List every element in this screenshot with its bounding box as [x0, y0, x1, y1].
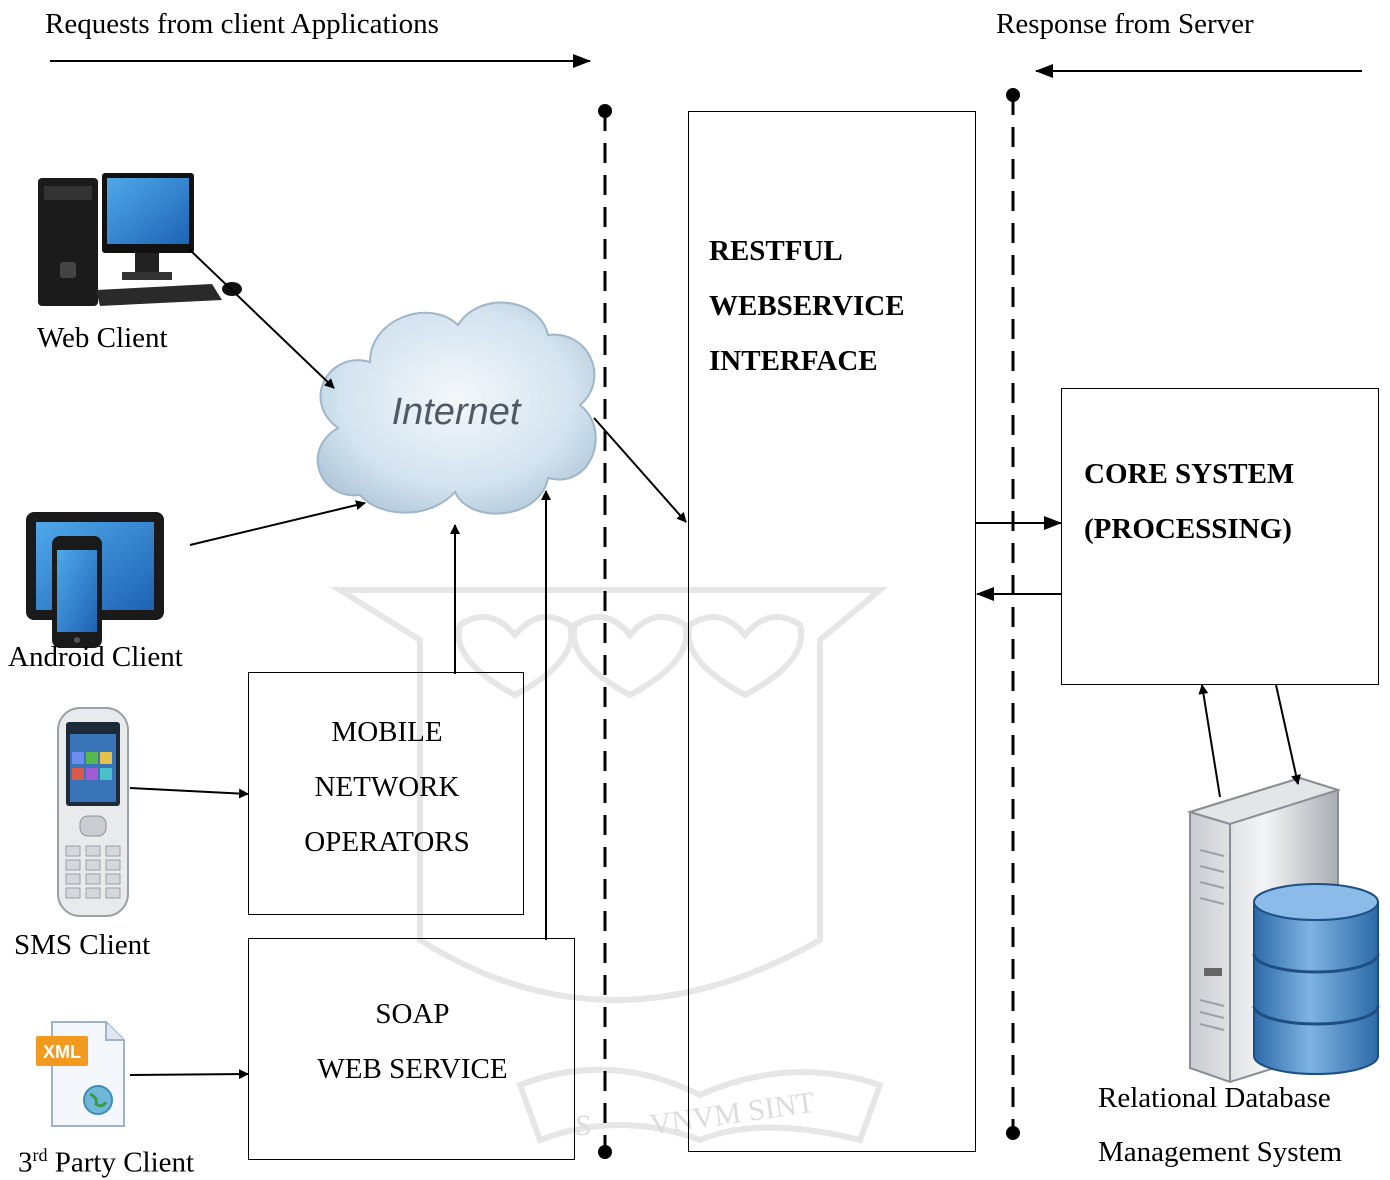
database-server-icon	[1186, 776, 1380, 1084]
requests-label: Requests from client Applications	[45, 8, 439, 40]
server-boundary-top-dot	[1006, 88, 1020, 102]
desktop-computer-icon	[38, 173, 242, 306]
rdbms-label-line2: Management System	[1098, 1136, 1343, 1168]
xml-to-soap-arrow	[129, 1069, 249, 1080]
internet-label: Internet	[392, 391, 522, 433]
xml-file-icon: XML	[36, 1021, 125, 1127]
internet-cloud: Internet	[316, 301, 597, 515]
mobile-phone-icon	[57, 707, 129, 917]
svg-text:XML: XML	[43, 1042, 81, 1062]
android-client-label: Android Client	[8, 641, 183, 673]
core-system-label: CORE SYSTEM (PROCESSING)	[1084, 458, 1295, 545]
db-to-core-arrow	[1198, 684, 1221, 798]
soap-web-service-label: SOAP WEB SERVICE	[317, 998, 508, 1085]
core-to-db-arrow	[1275, 684, 1301, 785]
soap-web-service-box: SOAP WEB SERVICE	[248, 938, 575, 1160]
mobile-network-operators-label: MOBILE NETWORK OPERATORS	[304, 716, 470, 858]
server-boundary-bottom-dot	[1006, 1126, 1020, 1140]
restful-webservice-interface-label: RESTFUL WEBSERVICE INTERFACE	[709, 235, 905, 377]
web-to-internet-arrow	[189, 249, 335, 389]
restful-webservice-interface-box: RESTFUL WEBSERVICE INTERFACE	[688, 111, 976, 1152]
watermark-crest	[329, 587, 889, 1144]
third-party-client-label: 3rd Party Client	[18, 1145, 195, 1179]
client-boundary-top-dot	[598, 104, 612, 118]
sms-to-mno-arrow	[129, 787, 249, 799]
mobile-network-operators-box: MOBILE NETWORK OPERATORS	[248, 672, 524, 915]
web-client-label: Web Client	[37, 322, 168, 354]
tablet-phone-icon	[26, 512, 164, 648]
response-label: Response from Server	[996, 8, 1254, 40]
sms-client-label: SMS Client	[14, 929, 151, 961]
rdbms-label-line1: Relational Database	[1098, 1082, 1331, 1114]
watermark-motto-left: S	[575, 1109, 592, 1142]
internet-to-restful-arrow	[593, 417, 687, 523]
core-system-box: CORE SYSTEM (PROCESSING)	[1061, 388, 1379, 685]
client-boundary-bottom-dot	[598, 1145, 612, 1159]
android-to-internet-arrow	[189, 500, 366, 546]
